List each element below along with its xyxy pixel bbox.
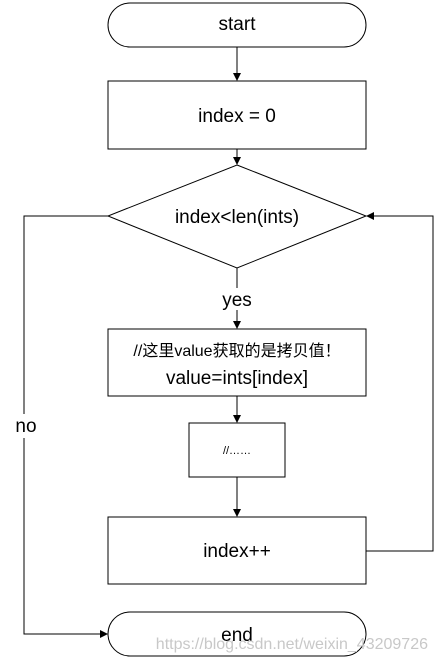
start-label: start: [219, 14, 257, 35]
ellipsis-label: //……: [223, 445, 251, 457]
yes-label: yes: [222, 290, 252, 311]
watermark-text: https://blog.csdn.net/weixin_43209726: [156, 636, 428, 653]
end-terminal: [107, 611, 367, 657]
ellipsis-process-box: [188, 422, 286, 478]
body-statement: value=ints[index]: [166, 368, 308, 389]
no-label: no: [15, 416, 36, 437]
increment-label: index++: [203, 541, 271, 562]
body-comment: //这里value获取的是拷贝值！: [133, 342, 340, 360]
no-label-bg: [10, 414, 40, 438]
condition-label: index<len(ints): [175, 207, 299, 228]
init-process-box: [107, 80, 367, 150]
yes-label-bg: [217, 288, 257, 310]
increment-process-box: [107, 516, 367, 585]
init-label: index = 0: [198, 106, 276, 127]
end-label: end: [221, 625, 253, 646]
body-process-box: [107, 328, 367, 397]
loop-back-connector: [366, 212, 434, 552]
